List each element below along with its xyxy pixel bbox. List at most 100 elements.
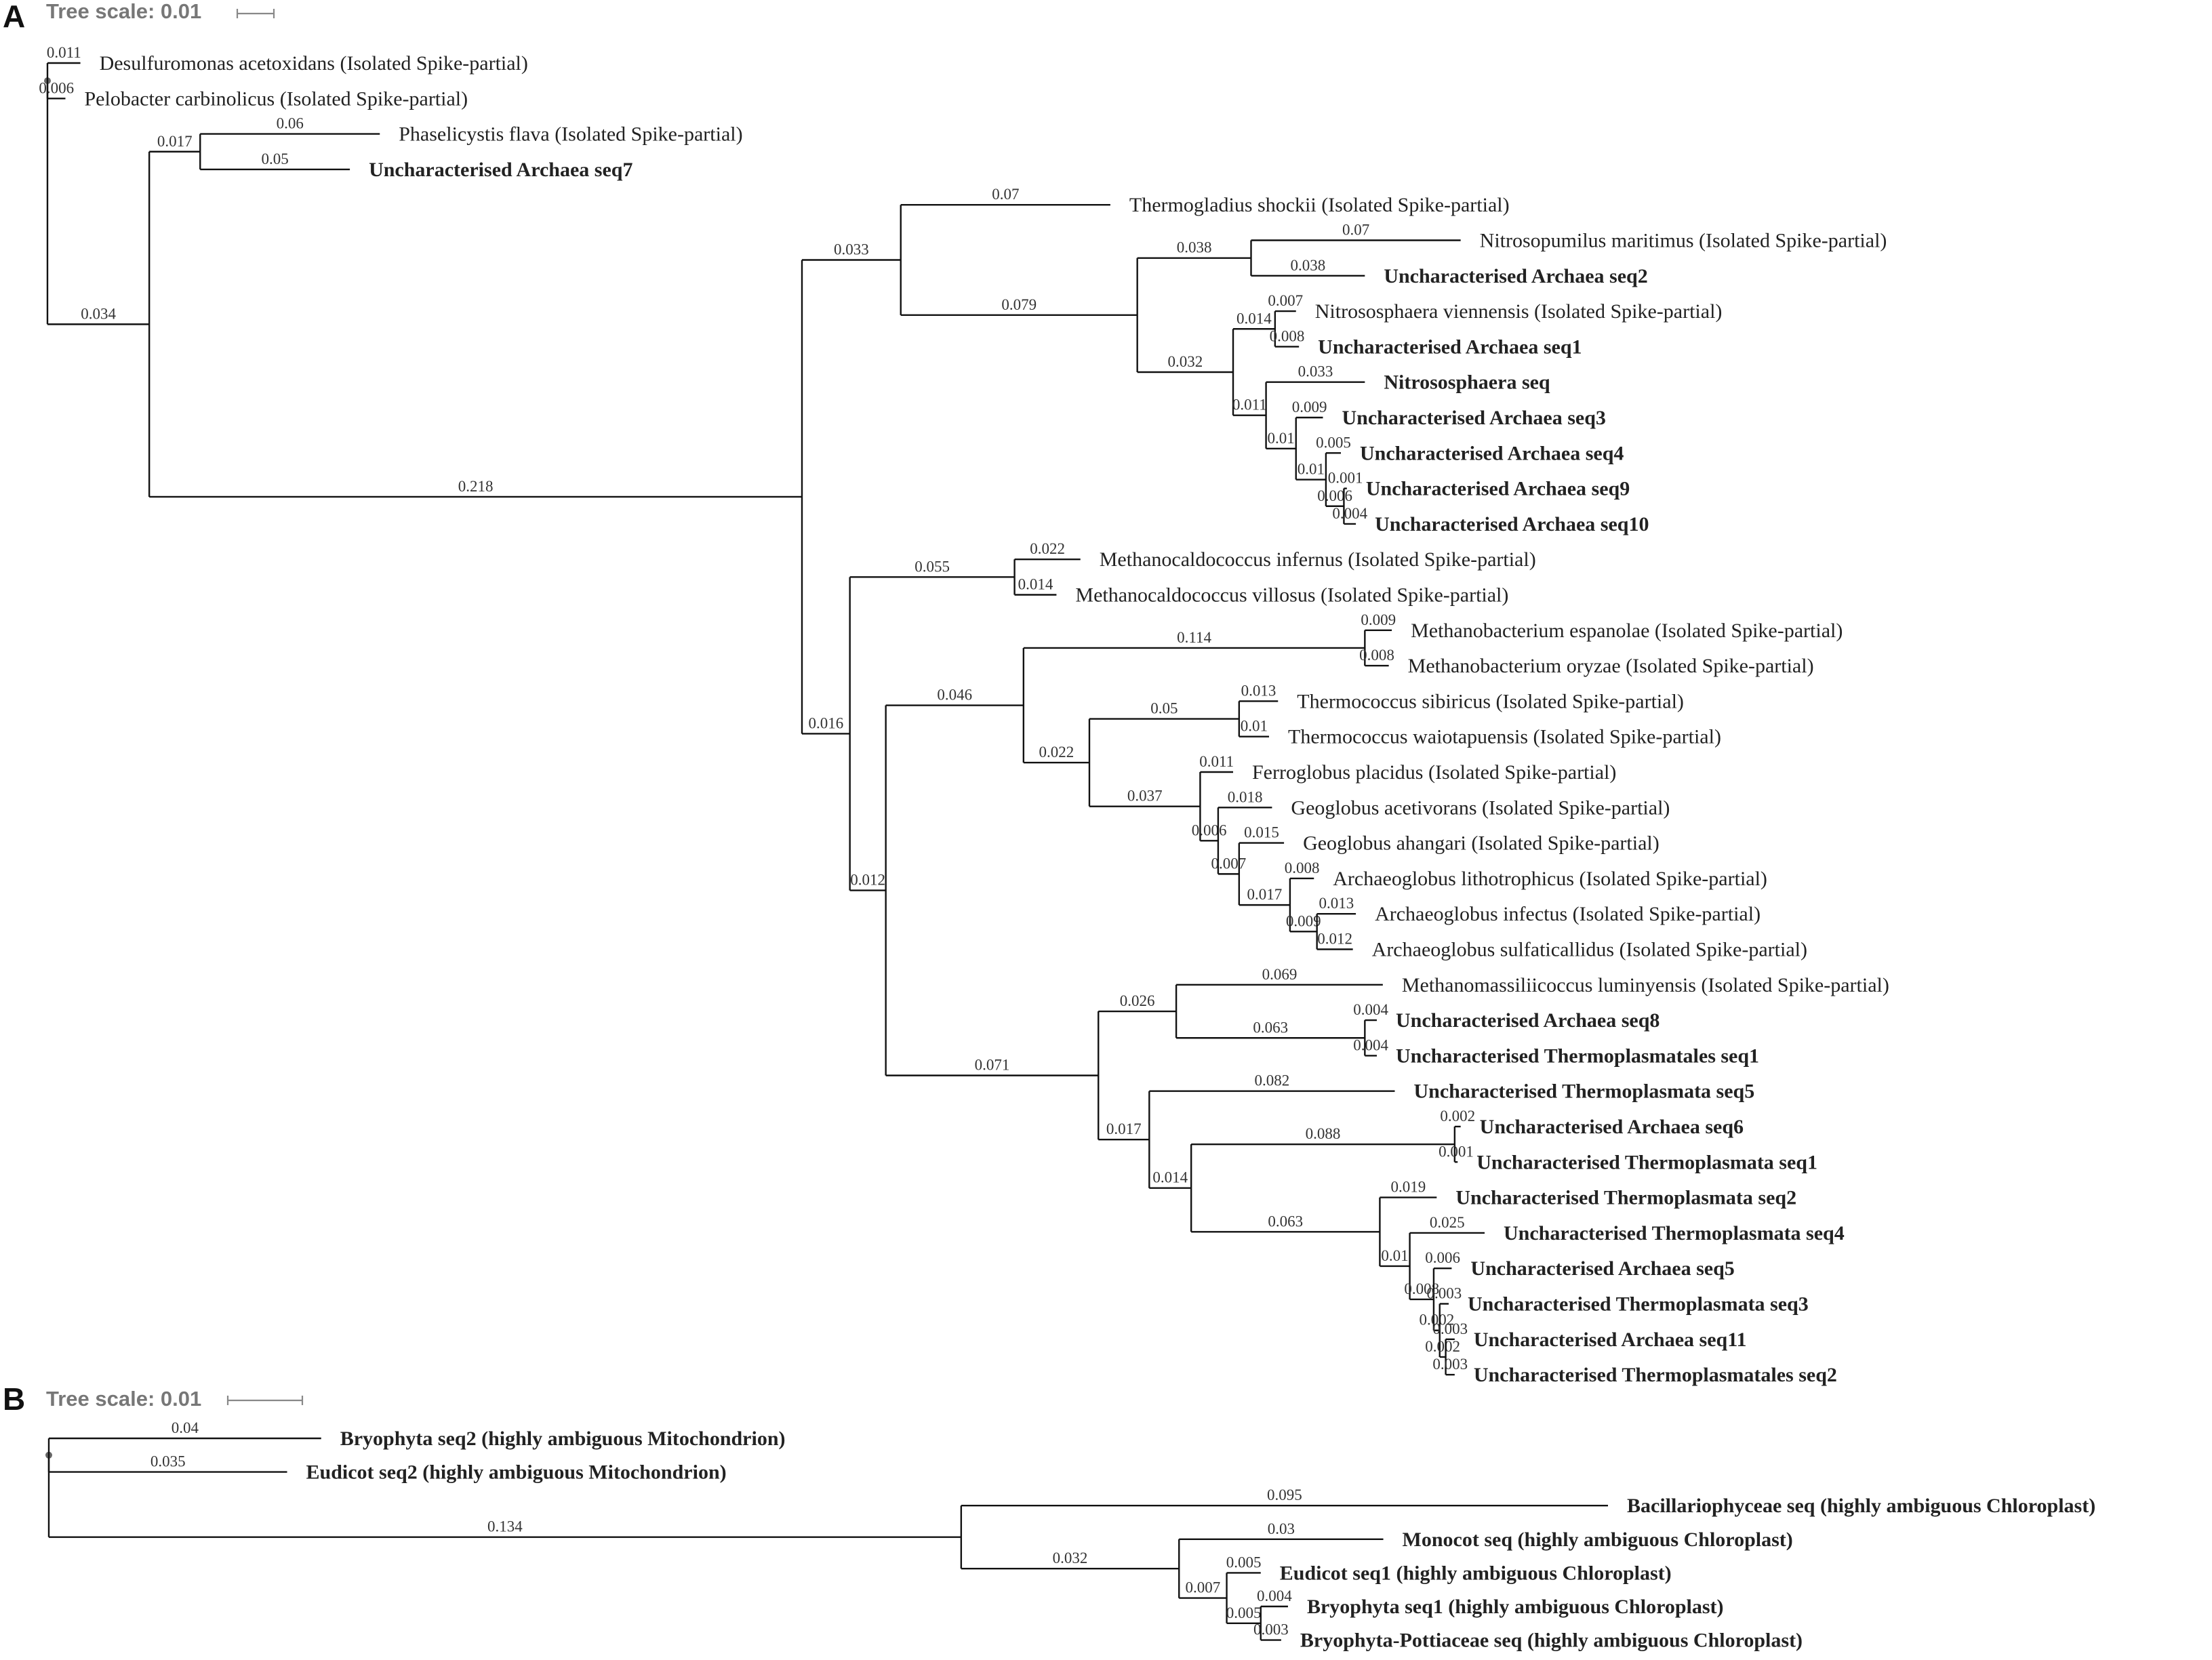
branch-length-label: 0.002 <box>1440 1108 1475 1125</box>
leaf-label: Uncharacterised Archaea seq4 <box>1360 442 1624 464</box>
branch-length-label: 0.013 <box>1319 895 1354 912</box>
panel-a-tree: 0.011 Desulfuromonas acetoxidans (Isolate… <box>39 44 1889 1386</box>
branch-length-label: 0.014 <box>1018 576 1053 593</box>
branch-length-label: 0.011 <box>1232 397 1267 413</box>
branch-length-label: 0.032 <box>1053 1550 1088 1566</box>
leaf-label: Uncharacterised Thermoplasmata seq1 <box>1476 1151 1817 1173</box>
leaf-label: Methanocaldococcus villosus (Isolated Sp… <box>1075 584 1508 607</box>
panel-a: A Tree scale: 0.01 0.011 Desulfuromonas a… <box>3 0 1889 1386</box>
leaf-label: Geoglobus acetivorans (Isolated Spike-pa… <box>1291 796 1670 819</box>
branch-length-label: 0.014 <box>1152 1169 1188 1186</box>
branch-length-label: 0.005 <box>1226 1604 1262 1621</box>
branch-length-label: 0.004 <box>1353 1036 1388 1053</box>
branch-length-label: 0.063 <box>1253 1019 1288 1036</box>
leaf-label: Uncharacterised Archaea seq2 <box>1384 265 1647 287</box>
branch-length-label: 0.009 <box>1286 912 1321 929</box>
branch-length-label: 0.026 <box>1120 992 1155 1009</box>
branch-length-label: 0.018 <box>1228 788 1263 805</box>
leaf-label: Uncharacterised Archaea seq1 <box>1318 336 1582 358</box>
branch-length-label: 0.006 <box>1192 822 1227 838</box>
leaf-label: Thermococcus sibiricus (Isolated Spike-p… <box>1297 690 1684 712</box>
leaf-label: Thermococcus waiotapuensis (Isolated Spi… <box>1288 726 1721 748</box>
branch-length-label: 0.01 <box>1381 1247 1408 1264</box>
branch-length-label: 0.046 <box>937 687 972 704</box>
leaf-label: Uncharacterised Archaea seq5 <box>1470 1257 1734 1280</box>
panel-a-scale-bar <box>236 9 275 18</box>
branch-length-label: 0.011 <box>1199 753 1234 770</box>
leaf-label: Uncharacterised Thermoplasmatales seq1 <box>1396 1045 1759 1067</box>
branch-length-label: 0.007 <box>1186 1579 1221 1596</box>
branch-length-label: 0.06 <box>277 115 304 132</box>
leaf-label: Bryophyta-Pottiaceae seq (highly ambiguo… <box>1300 1629 1803 1652</box>
leaf-label: Methanobacterium espanolae (Isolated Spi… <box>1411 620 1843 642</box>
leaf-label: Archaeoglobus infectus (Isolated Spike-p… <box>1375 903 1761 925</box>
panel-a-letter: A <box>3 0 25 34</box>
leaf-label: Methanocaldococcus infernus (Isolated Sp… <box>1100 548 1536 571</box>
panel-b-scale-bar <box>226 1396 304 1405</box>
branch-length-label: 0.003 <box>1432 1320 1468 1337</box>
branch-length-label: 0.022 <box>1030 540 1065 557</box>
leaf-label: Nitrosopumilus maritimus (Isolated Spike… <box>1480 230 1887 252</box>
branch-length-label: 0.007 <box>1268 292 1303 309</box>
leaf-label: Ferroglobus placidus (Isolated Spike-par… <box>1252 761 1616 784</box>
leaf-label: Uncharacterised Thermoplasmatales seq2 <box>1474 1364 1837 1386</box>
leaf-label: Uncharacterised Archaea seq8 <box>1396 1009 1660 1032</box>
branch-length-label: 0.055 <box>914 558 950 575</box>
branch-length-label: 0.035 <box>150 1453 186 1470</box>
branch-length-label: 0.082 <box>1255 1072 1290 1089</box>
branch-length-label: 0.008 <box>1359 647 1394 664</box>
branch-length-label: 0.005 <box>1316 434 1351 451</box>
leaf-label: Uncharacterised Thermoplasmata seq3 <box>1468 1293 1809 1316</box>
leaf-label: Desulfuromonas acetoxidans (Isolated Spi… <box>100 52 528 75</box>
branch-length-label: 0.004 <box>1332 505 1367 522</box>
branch-length-label: 0.07 <box>992 186 1019 203</box>
leaf-label: Pelobacter carbinolicus (Isolated Spike-… <box>85 87 468 110</box>
branch-length-label: 0.008 <box>1270 327 1305 344</box>
branch-length-label: 0.004 <box>1353 1001 1388 1018</box>
leaf-label: Uncharacterised Thermoplasmata seq5 <box>1414 1080 1755 1103</box>
panel-a-tree-scale-label: Tree scale: 0.01 <box>46 0 201 23</box>
branch-length-label: 0.001 <box>1328 470 1363 487</box>
branch-length-label: 0.022 <box>1039 744 1074 761</box>
branch-length-label: 0.005 <box>1226 1554 1262 1571</box>
branch-length-label: 0.004 <box>1257 1587 1292 1604</box>
branch-length-label: 0.095 <box>1267 1486 1302 1503</box>
leaf-label: Geoglobus ahangari (Isolated Spike-parti… <box>1303 832 1660 855</box>
branch-length-label: 0.033 <box>1298 363 1333 380</box>
branch-length-label: 0.011 <box>47 44 81 61</box>
leaf-label: Archaeoglobus sulfaticallidus (Isolated … <box>1372 939 1807 961</box>
leaf-label: Phaselicystis flava (Isolated Spike-part… <box>399 123 742 146</box>
leaf-label: Methanobacterium oryzae (Isolated Spike-… <box>1408 655 1814 677</box>
leaf-label: Uncharacterised Archaea seq10 <box>1375 513 1649 535</box>
leaf-label: Methanomassiliicoccus luminyensis (Isola… <box>1402 974 1889 996</box>
branch-length-label: 0.003 <box>1427 1285 1462 1302</box>
leaf-label: Eudicot seq1 (highly ambiguous Chloropla… <box>1280 1562 1672 1584</box>
branch-length-label: 0.034 <box>81 305 116 322</box>
branch-length-label: 0.006 <box>1317 487 1352 504</box>
branch-length-label: 0.071 <box>975 1057 1010 1074</box>
branch-length-label: 0.01 <box>1268 430 1295 447</box>
branch-length-label: 0.012 <box>850 872 885 889</box>
branch-length-label: 0.017 <box>1106 1120 1142 1137</box>
branch-length-label: 0.015 <box>1244 824 1279 841</box>
branch-length-label: 0.009 <box>1292 399 1327 416</box>
branch-length-label: 0.033 <box>834 241 869 258</box>
leaf-label: Uncharacterised Archaea seq11 <box>1474 1329 1747 1351</box>
panel-b-tree-scale-label: Tree scale: 0.01 <box>46 1387 201 1411</box>
branch-length-label: 0.025 <box>1430 1214 1465 1231</box>
branch-length-label: 0.007 <box>1211 855 1247 872</box>
branch-length-label: 0.114 <box>1177 629 1211 646</box>
leaf-label: Uncharacterised Archaea seq7 <box>369 159 632 181</box>
branch-length-label: 0.063 <box>1268 1213 1303 1230</box>
leaf-label: Thermogladius shockii (Isolated Spike-pa… <box>1129 194 1510 216</box>
branch-length-label: 0.038 <box>1177 239 1212 256</box>
branch-length-label: 0.218 <box>458 478 494 495</box>
leaf-label: Eudicot seq2 (highly ambiguous Mitochond… <box>306 1461 727 1484</box>
branch-length-label: 0.006 <box>1425 1249 1460 1266</box>
leaf-label: Uncharacterised Thermoplasmata seq4 <box>1504 1222 1845 1244</box>
branch-length-label: 0.038 <box>1291 257 1326 274</box>
branch-length-label: 0.008 <box>1285 859 1320 876</box>
